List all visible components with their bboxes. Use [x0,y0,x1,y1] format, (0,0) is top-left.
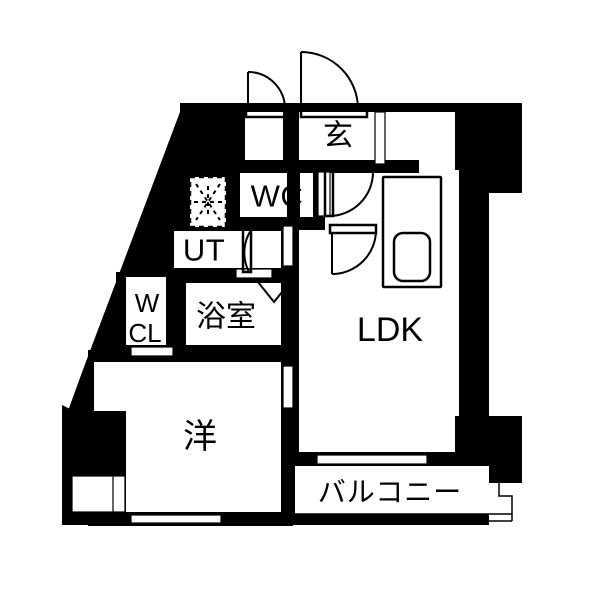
bedroom-west-window-sash [112,475,126,513]
room-label-balcony: バルコニー [318,477,462,508]
hall-opening [282,225,294,267]
entrance-door-swing [299,51,369,119]
hall-door-swing [328,223,378,275]
room-label-wc: WC [251,179,304,214]
kitchen-counter [381,175,443,289]
room-label-wcl-w: W [135,288,160,318]
pipe-shaft-symbol [188,175,228,229]
room-label-ldk: LDK [357,311,423,349]
room-label-wcl-cl: CL [128,318,161,348]
genkan-step [374,111,386,165]
room-label-ut: UT [183,233,225,268]
bath-folding-door [257,281,291,304]
bath-opening [235,268,273,279]
sink-basin [392,231,432,283]
bedroom-west-window [71,475,121,513]
room-label-bathroom: 浴室 [196,301,256,334]
wc-door-swing [323,168,374,218]
ldk-balcony-window [316,454,428,465]
doors [241,51,378,304]
wcl-opening [130,346,174,357]
windows-and-openings [71,111,428,524]
room-label-western: 洋 [183,418,217,456]
room-label-genkan: 玄 [323,120,353,153]
bedroom-ldk-opening [282,365,294,409]
room-labels: 玄 WC UT W CL 浴室 LDK 洋 バルコニー [128,120,462,508]
bedroom-south-window [130,514,222,524]
ut-door-swing [241,226,255,274]
meter-box-door-swing [244,71,288,119]
